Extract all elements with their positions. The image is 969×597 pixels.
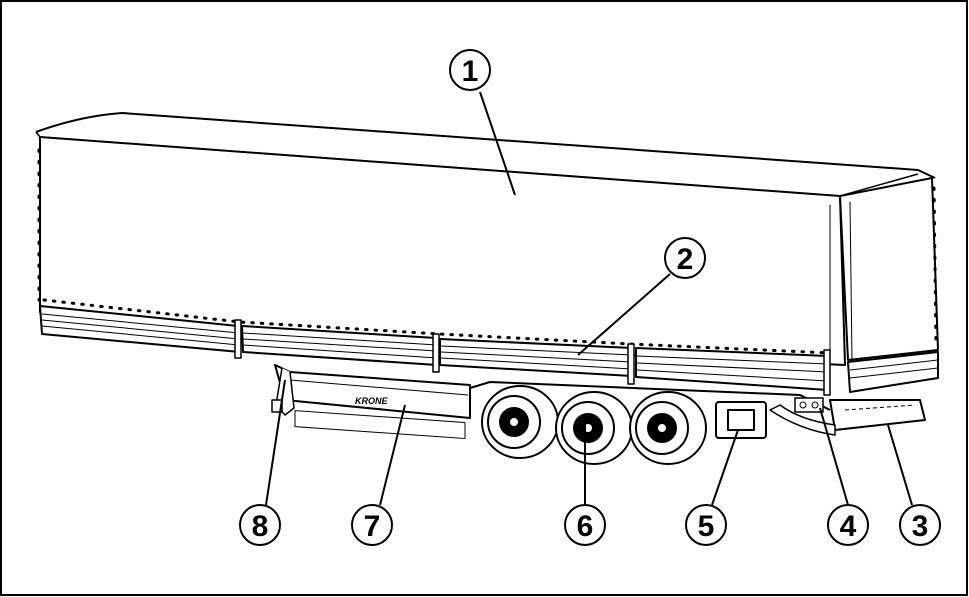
front-curtain xyxy=(839,177,939,361)
callout-1: 1 xyxy=(449,49,491,91)
wheels xyxy=(481,385,707,465)
callout-8-label: 8 xyxy=(252,510,269,543)
callout-7-label: 7 xyxy=(364,510,381,543)
leader-lines xyxy=(265,91,913,506)
callout-5: 5 xyxy=(685,504,727,546)
callout-5-label: 5 xyxy=(698,510,715,543)
callout-6-label: 6 xyxy=(577,510,594,543)
callout-4-label: 4 xyxy=(840,510,857,543)
callout-8: 8 xyxy=(239,504,281,546)
callout-3: 3 xyxy=(899,504,941,546)
callout-2: 2 xyxy=(664,237,706,279)
callout-6: 6 xyxy=(564,504,606,546)
brand-label: KRONE xyxy=(355,396,388,406)
callout-7: 7 xyxy=(351,504,393,546)
callout-2-label: 2 xyxy=(677,243,694,276)
rear-underride-guard xyxy=(829,399,926,431)
callout-1-label: 1 xyxy=(462,55,479,88)
callout-4: 4 xyxy=(827,504,869,546)
callout-3-label: 3 xyxy=(912,510,929,543)
trailer-illustration: KRONE xyxy=(35,112,939,465)
